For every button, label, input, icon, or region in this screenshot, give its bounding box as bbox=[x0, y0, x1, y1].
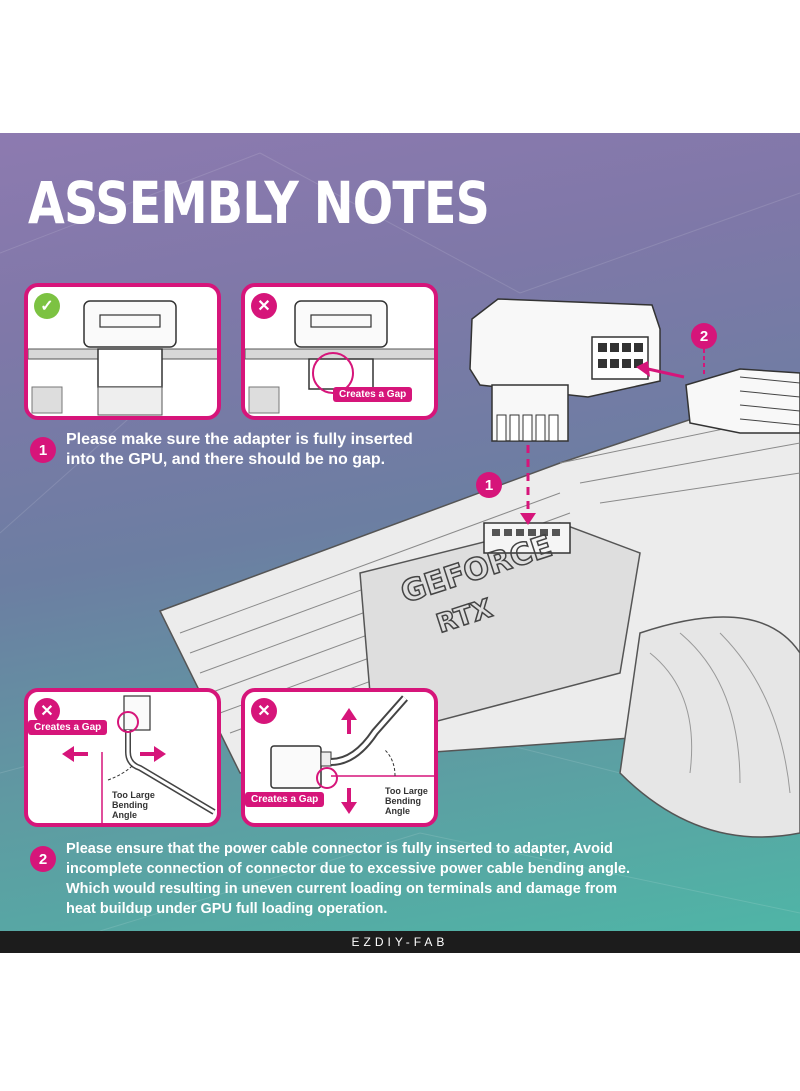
note-2-line-3: Which would resulting in uneven current … bbox=[66, 881, 618, 897]
step-2-marker: 2 bbox=[691, 323, 717, 349]
note-2-line-1: Please ensure that the power cable conne… bbox=[66, 841, 613, 857]
gap-label: Creates a Gap bbox=[333, 387, 413, 402]
bend-side-drawing bbox=[62, 695, 216, 823]
gpu-illustration: GEFORCE RTX bbox=[158, 298, 800, 838]
gap-drawing bbox=[245, 300, 434, 414]
gap-label: Creates a Gap bbox=[28, 720, 108, 735]
note-2-number: 2 bbox=[30, 846, 56, 872]
note-1-line-2: into the GPU, and there should be no gap… bbox=[66, 451, 386, 468]
note-1-line-1: Please make sure the adapter is fully in… bbox=[66, 431, 413, 448]
cross-icon: ✕ bbox=[251, 698, 277, 724]
note-1-number: 1 bbox=[30, 437, 56, 463]
note-2-text: Please ensure that the power cable conne… bbox=[66, 839, 630, 919]
check-icon: ✓ bbox=[34, 293, 60, 319]
card-correct-fit: ✓ bbox=[24, 283, 221, 420]
card-bend-vertical: ✕ Creates a Gap Too Large Bending Angle bbox=[241, 688, 438, 827]
card-bend-side: ✕ Creates a Gap Too Large Bending Angle bbox=[24, 688, 221, 827]
cross-icon: ✕ bbox=[34, 698, 60, 724]
step-1-marker: 1 bbox=[476, 472, 502, 498]
assembly-panel: ASSEMBLY NOTES bbox=[0, 133, 800, 931]
gap-label: Creates a Gap bbox=[245, 792, 325, 807]
cross-icon: ✕ bbox=[251, 293, 277, 319]
note-2-line-2: incomplete connection of connector due t… bbox=[66, 861, 631, 877]
bend-angle-label: Too Large Bending Angle bbox=[112, 790, 155, 820]
note-2-line-4: heat buildup under GPU full loading oper… bbox=[66, 901, 388, 917]
bend-angle-label: Too Large Bending Angle bbox=[385, 786, 428, 816]
page-title: ASSEMBLY NOTES bbox=[28, 169, 490, 237]
card-gap: ✕ Creates a Gap bbox=[241, 283, 438, 420]
note-1-text: Please make sure the adapter is fully in… bbox=[66, 430, 413, 470]
brand-bar: EZDIY-FAB bbox=[0, 931, 800, 953]
bend-vertical-drawing bbox=[270, 695, 434, 814]
correct-fit-drawing bbox=[28, 300, 217, 416]
